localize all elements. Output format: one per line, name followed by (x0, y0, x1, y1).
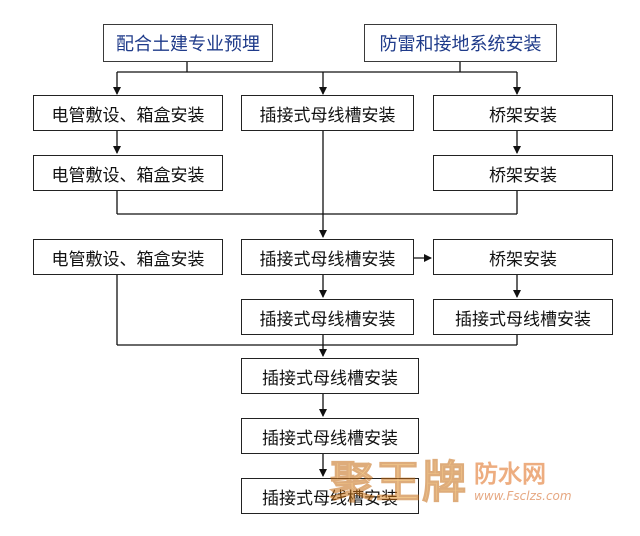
node-r2-left: 电管敷设、箱盒安装 (33, 95, 223, 131)
node-r2-mid: 插接式母线槽安装 (241, 95, 414, 131)
node-r4-left: 电管敷设、箱盒安装 (33, 239, 223, 275)
node-top-right: 防雷和接地系统安装 (364, 24, 557, 62)
node-top-left: 配合土建专业预埋 (103, 24, 273, 62)
node-r4-mid: 插接式母线槽安装 (241, 239, 414, 275)
node-r3-right: 桥架安装 (433, 155, 613, 191)
node-r5-right: 插接式母线槽安装 (433, 299, 613, 335)
node-r3-left: 电管敷设、箱盒安装 (33, 155, 223, 191)
node-r7-mid: 插接式母线槽安装 (241, 418, 419, 454)
node-r5-mid: 插接式母线槽安装 (241, 299, 414, 335)
node-r4-right: 桥架安装 (433, 239, 613, 275)
node-r6-mid: 插接式母线槽安装 (241, 358, 419, 394)
node-r2-right: 桥架安装 (433, 95, 613, 131)
node-r8-mid: 插接式母线槽安装 (241, 478, 419, 514)
